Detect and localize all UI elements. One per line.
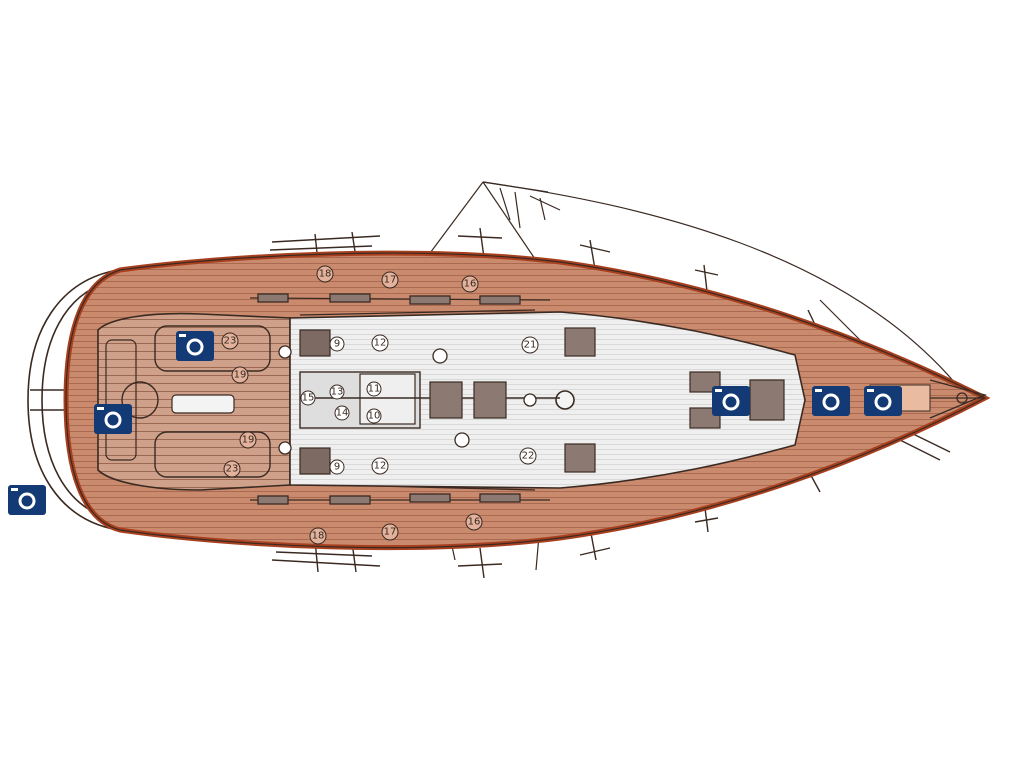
svg-text:19: 19 bbox=[234, 370, 247, 381]
camera-icon bbox=[94, 404, 132, 434]
svg-text:9: 9 bbox=[334, 462, 340, 473]
svg-text:11: 11 bbox=[368, 384, 381, 395]
svg-text:16: 16 bbox=[468, 517, 481, 528]
callout-9-stbd: 9 bbox=[329, 459, 345, 475]
callout-12-stbd: 12 bbox=[371, 457, 389, 475]
svg-text:15: 15 bbox=[302, 393, 315, 404]
camera-hotspot-3[interactable] bbox=[8, 485, 46, 515]
svg-text:17: 17 bbox=[384, 527, 397, 538]
callout-16-port: 16 bbox=[461, 275, 479, 293]
mast bbox=[555, 390, 575, 410]
svg-text:12: 12 bbox=[374, 338, 387, 349]
svg-text:18: 18 bbox=[319, 269, 332, 280]
winches bbox=[278, 345, 537, 455]
camera-hotspot-1[interactable] bbox=[176, 331, 214, 361]
svg-text:9: 9 bbox=[334, 339, 340, 350]
svg-text:12: 12 bbox=[374, 461, 387, 472]
callout-21: 21 bbox=[521, 336, 539, 354]
callout-15: 15 bbox=[300, 390, 316, 406]
svg-text:23: 23 bbox=[224, 336, 237, 347]
callout-22: 22 bbox=[519, 447, 537, 465]
svg-text:19: 19 bbox=[242, 435, 255, 446]
svg-text:21: 21 bbox=[524, 340, 537, 351]
steering-wheel bbox=[121, 381, 159, 419]
callout-11: 11 bbox=[366, 381, 382, 397]
callout-23-port: 23 bbox=[221, 332, 239, 350]
svg-text:23: 23 bbox=[226, 464, 239, 475]
svg-text:14: 14 bbox=[336, 408, 349, 419]
callout-12-port: 12 bbox=[371, 334, 389, 352]
callout-17-port: 17 bbox=[381, 271, 399, 289]
camera-hotspot-2[interactable] bbox=[94, 404, 132, 434]
svg-text:22: 22 bbox=[522, 451, 535, 462]
svg-text:13: 13 bbox=[331, 387, 344, 398]
callout-18-port: 18 bbox=[316, 265, 334, 283]
camera-icon bbox=[812, 386, 850, 416]
cockpit-seat-port bbox=[154, 325, 271, 372]
callouts: 18 17 16 18 17 16 23 23 19 19 9 12 9 12 … bbox=[221, 265, 539, 545]
callout-23-stbd: 23 bbox=[223, 460, 241, 478]
callout-19-port: 19 bbox=[231, 366, 249, 384]
hull-outline bbox=[65, 252, 987, 549]
callout-19-stbd: 19 bbox=[239, 431, 257, 449]
cockpit-table bbox=[171, 394, 235, 414]
camera-hotspot-6[interactable] bbox=[864, 386, 902, 416]
camera-icon bbox=[8, 485, 46, 515]
svg-text:10: 10 bbox=[368, 411, 381, 422]
svg-text:17: 17 bbox=[384, 275, 397, 286]
helm-seat bbox=[105, 339, 137, 461]
callout-10: 10 bbox=[366, 408, 382, 424]
callout-9-port: 9 bbox=[329, 336, 345, 352]
callout-13: 13 bbox=[329, 384, 345, 400]
callout-16-stbd: 16 bbox=[465, 513, 483, 531]
callout-17-stbd: 17 bbox=[381, 523, 399, 541]
camera-hotspot-4[interactable] bbox=[712, 386, 750, 416]
cabin-top bbox=[289, 311, 806, 489]
svg-text:16: 16 bbox=[464, 279, 477, 290]
svg-text:18: 18 bbox=[312, 531, 325, 542]
camera-hotspot-5[interactable] bbox=[812, 386, 850, 416]
callout-14: 14 bbox=[334, 405, 350, 421]
cockpit-seat-stbd bbox=[154, 431, 271, 478]
camera-icon bbox=[176, 331, 214, 361]
camera-icon bbox=[712, 386, 750, 416]
deck-hardware bbox=[249, 293, 551, 505]
camera-icon bbox=[864, 386, 902, 416]
callout-18-stbd: 18 bbox=[309, 527, 327, 545]
hatches bbox=[299, 327, 785, 475]
